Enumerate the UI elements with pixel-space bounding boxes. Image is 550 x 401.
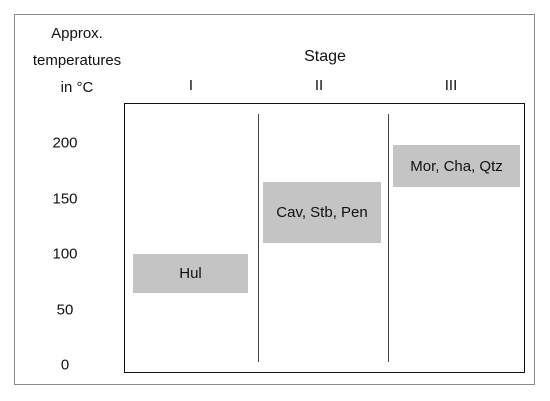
stage-label-1: I <box>188 77 194 94</box>
figure-frame <box>14 14 535 385</box>
y-axis-label-line-3: in °C <box>60 79 94 96</box>
tick-label-50: 50 <box>56 301 74 318</box>
stage-title: Stage <box>304 48 346 65</box>
y-axis-label-line-1: Approx. <box>51 25 103 42</box>
stage-label-2: II <box>314 77 324 94</box>
tick-label-100: 100 <box>52 245 78 263</box>
tick-label-0: 0 <box>60 356 70 374</box>
mineral-zone-stage-1: Hul <box>133 254 248 293</box>
tick-label-150: 150 <box>52 190 78 207</box>
plot-area <box>124 103 525 373</box>
mineral-zone-stage-3: Mor, Cha, Qtz <box>393 145 520 188</box>
stage-divider-2 <box>388 114 389 362</box>
stage-label-3: III <box>444 77 458 94</box>
tick-label-200: 200 <box>52 134 78 152</box>
stage-divider-1 <box>258 114 259 362</box>
y-axis-label-line-2: temperatures <box>32 52 122 69</box>
mineral-zone-stage-2: Cav, Stb, Pen <box>263 181 381 243</box>
